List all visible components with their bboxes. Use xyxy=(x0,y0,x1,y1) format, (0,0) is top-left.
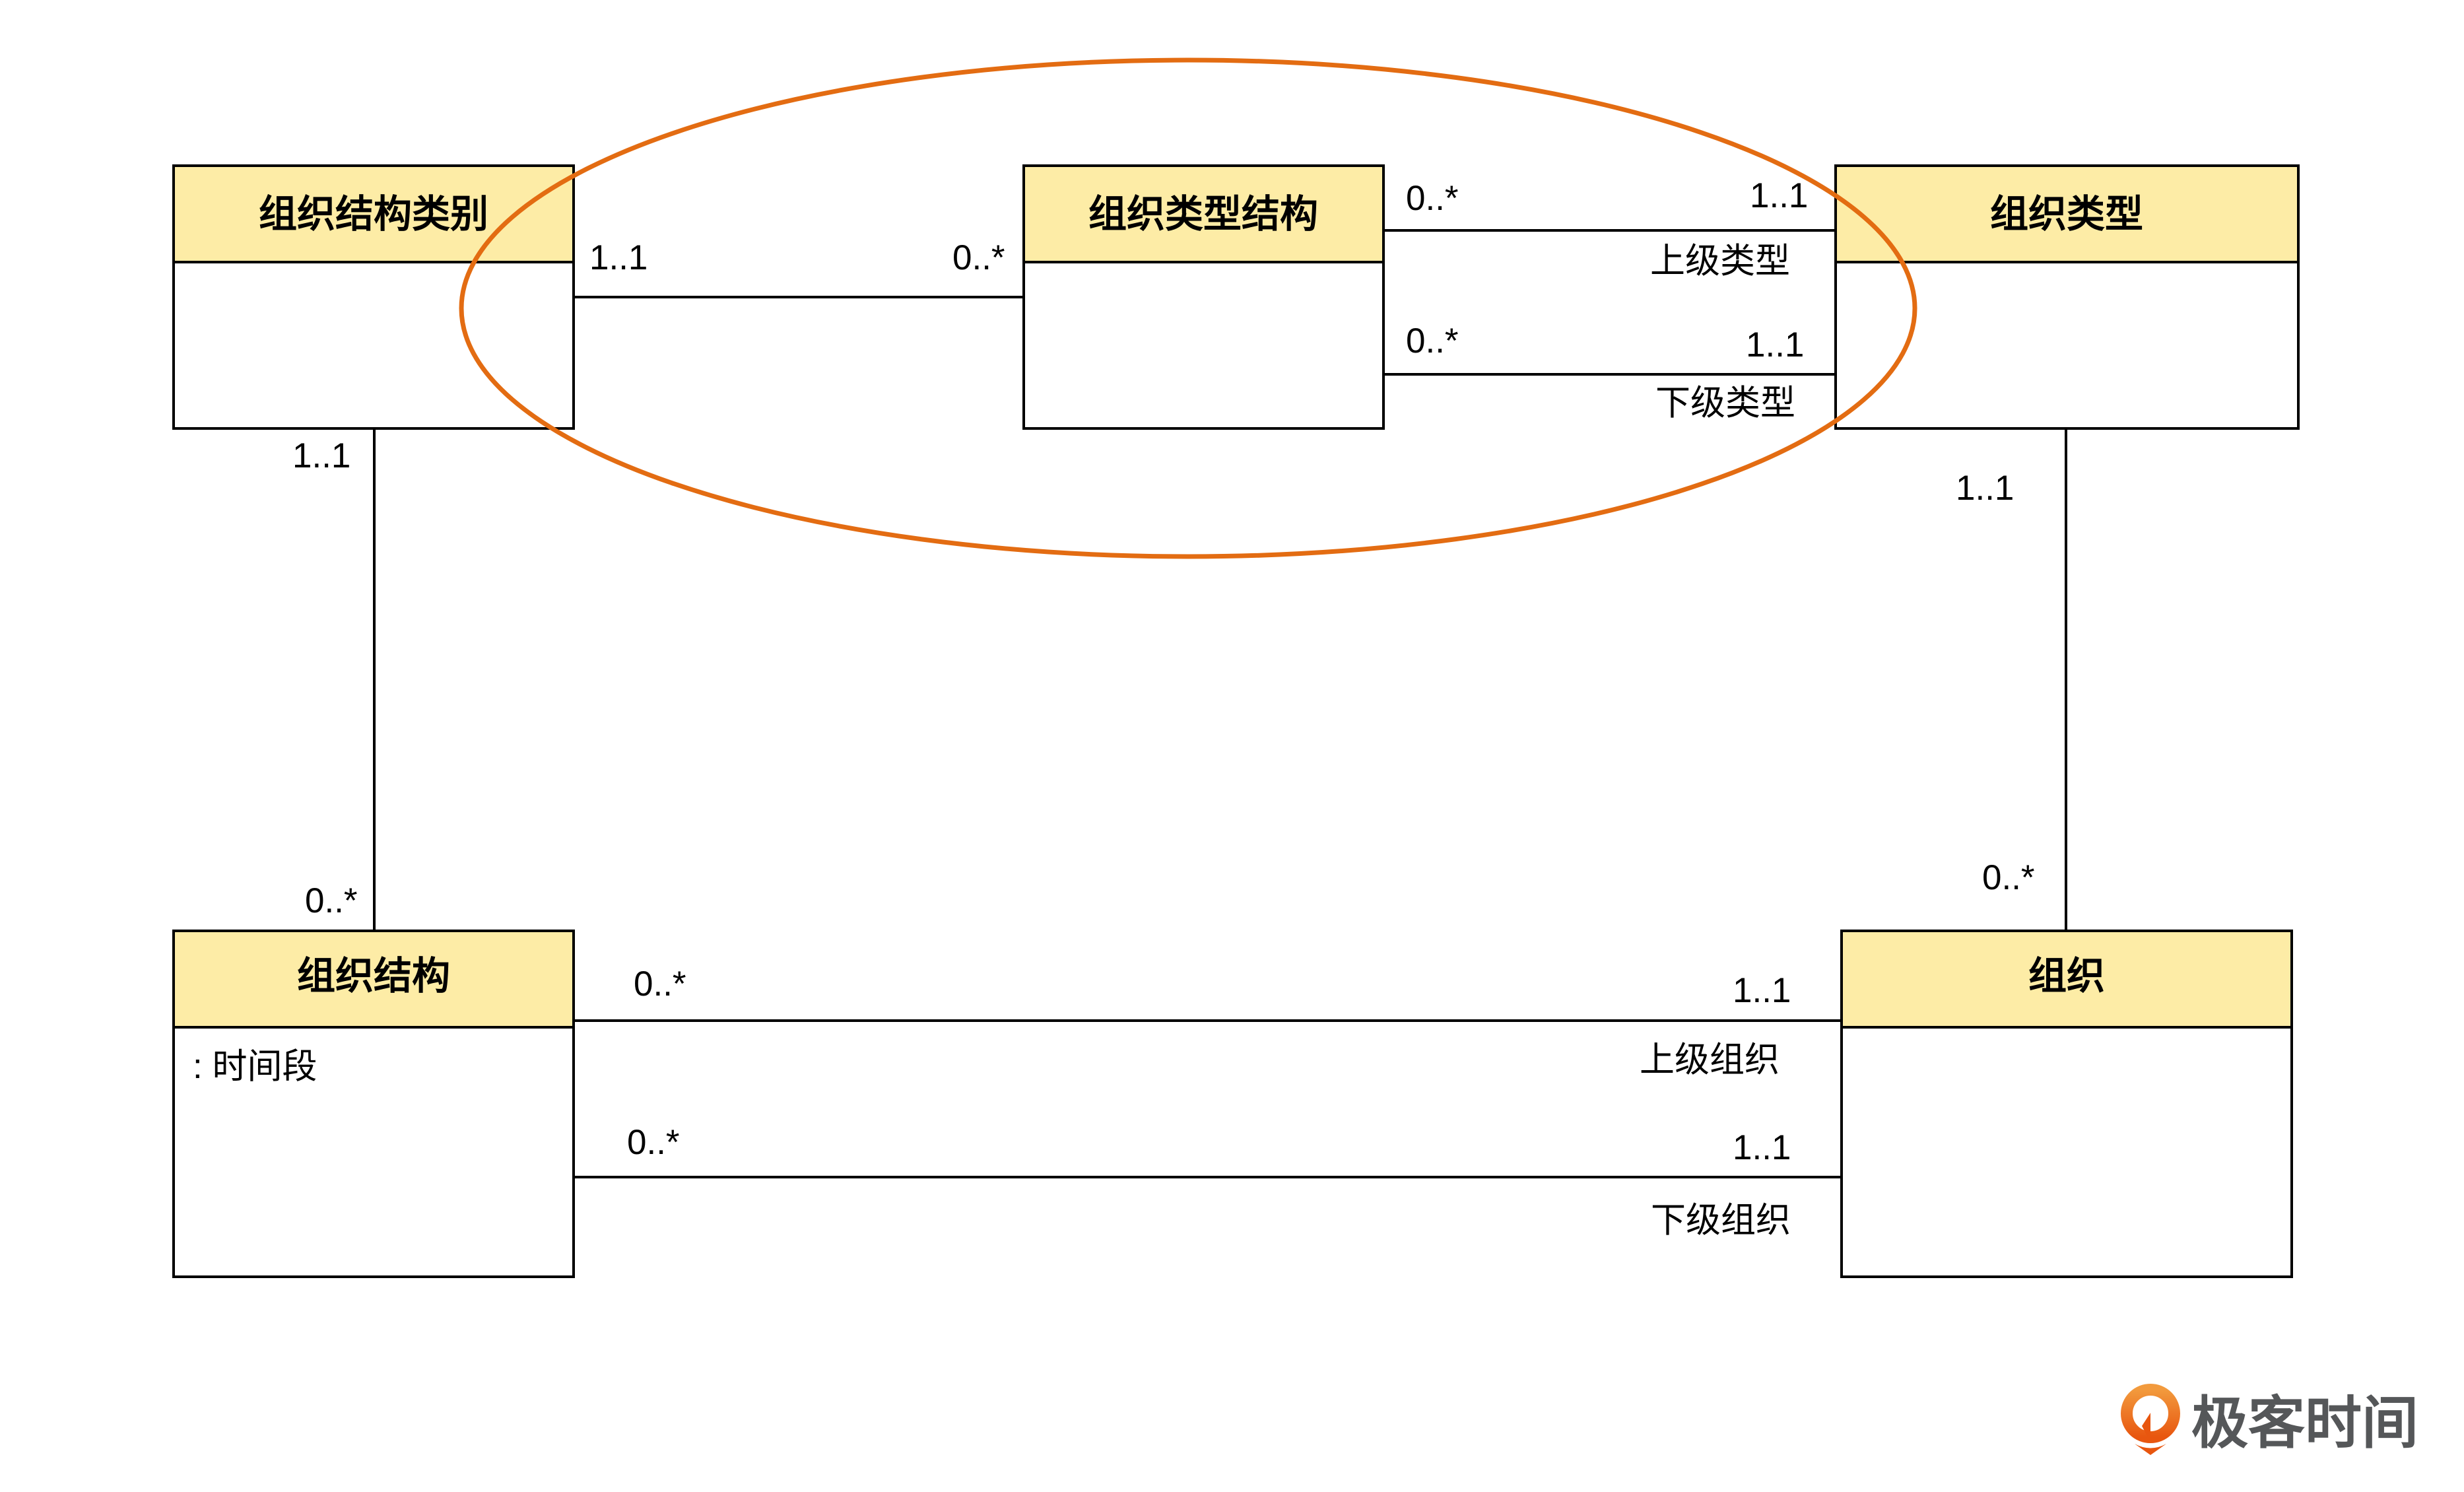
multiplicity: 0..* xyxy=(634,965,686,1003)
logo-text: 极客时间 xyxy=(2191,1392,2418,1455)
multiplicity: 1..1 xyxy=(1746,325,1804,364)
multiplicity: 0..* xyxy=(1406,322,1459,360)
class-title: 组织类型结构 xyxy=(1088,193,1318,236)
class-org-type[interactable]: 组织类型 xyxy=(1834,164,2300,430)
multiplicity: 1..1 xyxy=(1956,469,2014,508)
class-title: 组织类型 xyxy=(1990,193,2143,236)
role-label: 上级组织 xyxy=(1640,1040,1780,1079)
multiplicity: 0..* xyxy=(627,1123,680,1162)
multiplicity: 1..1 xyxy=(589,238,648,277)
multiplicity: 1..1 xyxy=(1750,176,1808,215)
multiplicity: 1..1 xyxy=(292,436,350,475)
multiplicity: 0..* xyxy=(1982,858,2035,897)
role-label: 上级类型 xyxy=(1650,242,1790,281)
class-org-structure[interactable]: 组织结构 : 时间段 xyxy=(172,930,575,1278)
class-title: 组织结构类别 xyxy=(259,193,488,236)
multiplicity: 0..* xyxy=(305,881,358,920)
multiplicity: 0..* xyxy=(1406,179,1459,218)
geektime-logo: 极客时间 xyxy=(2121,1384,2418,1455)
role-label: 下级类型 xyxy=(1655,384,1795,423)
class-attribute: : 时间段 xyxy=(193,1047,317,1086)
class-org-structure-category[interactable]: 组织结构类别 xyxy=(172,164,575,430)
highlight-ellipse xyxy=(459,57,1917,559)
multiplicity: 1..1 xyxy=(1733,1128,1791,1167)
multiplicity: 1..1 xyxy=(1733,971,1791,1010)
class-title: 组织 xyxy=(2028,955,2105,998)
class-org-type-structure[interactable]: 组织类型结构 xyxy=(1022,164,1385,430)
multiplicity: 0..* xyxy=(952,238,1005,277)
class-org[interactable]: 组织 xyxy=(1840,930,2293,1278)
role-label: 下级组织 xyxy=(1651,1201,1791,1240)
class-title: 组织结构 xyxy=(297,955,450,998)
logo-icon xyxy=(2121,1384,2180,1455)
